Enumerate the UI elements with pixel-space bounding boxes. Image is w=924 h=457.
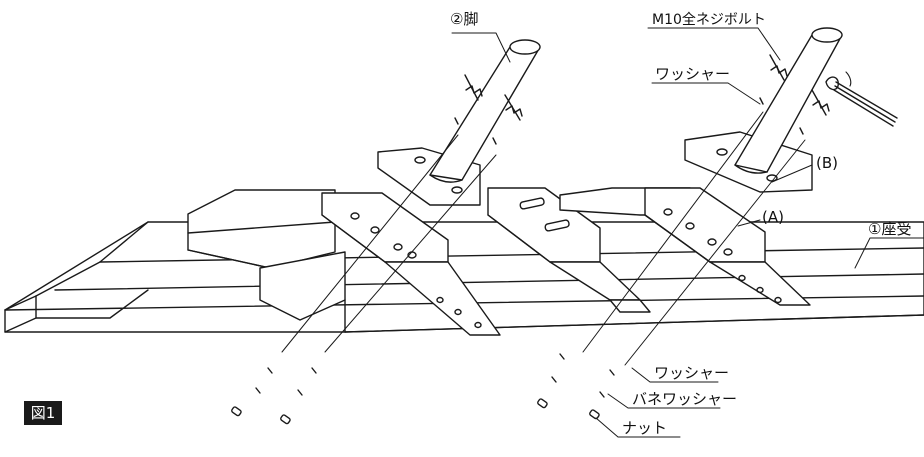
- leg-left: [377, 39, 541, 206]
- label-bolt: M10全ネジボルト: [652, 11, 766, 28]
- label-point-b: (B): [816, 154, 838, 172]
- label-point-a: (A): [762, 208, 784, 226]
- bolt-right-1: [759, 54, 788, 105]
- leader-lines: [451, 27, 924, 438]
- bolt-left-1: [454, 74, 483, 125]
- figure-number-badge: 図1: [24, 401, 62, 425]
- label-leg: ②脚: [450, 10, 478, 28]
- hardware-below: [231, 353, 615, 425]
- label-base: ①座受: [868, 220, 911, 238]
- label-spring-washer: バネワッシャー: [632, 390, 737, 408]
- bolt-axis-lines: [281, 111, 806, 366]
- base-ridges: [187, 189, 346, 333]
- bracket-right: [559, 187, 811, 313]
- label-nut: ナット: [622, 419, 667, 437]
- bolt-right-2: [799, 89, 830, 135]
- label-washer-top: ワッシャー: [655, 65, 730, 83]
- bracket-left-a: [321, 192, 501, 336]
- bracket-left-b: [487, 187, 641, 301]
- bolt-left-2: [492, 94, 523, 145]
- label-washer-bottom: ワッシャー: [654, 364, 729, 382]
- leg-right: [684, 27, 898, 193]
